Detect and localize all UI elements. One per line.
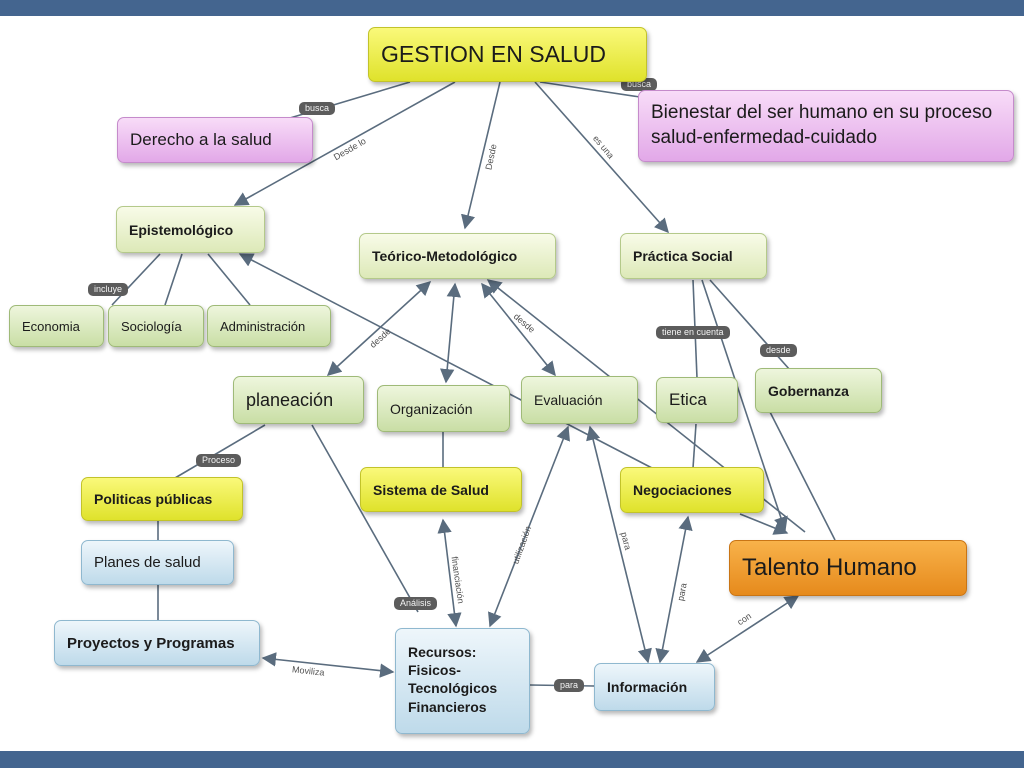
link-etica-negociaciones [692,423,697,469]
node-talento-humano: Talento Humano [729,540,967,596]
link-negociaciones-talento [739,513,789,535]
link-label-para-informacion: para [554,679,585,692]
link-teorico-evaluacion [481,282,556,377]
node-epistemologico: Epistemológico [116,206,265,253]
link-epistemologico-sociologia [164,253,183,306]
node-bienestar: Bienestar del ser humano en su proceso s… [638,90,1014,162]
link-label-incluye: incluye [88,283,129,296]
link-sistema-recursos [437,518,462,628]
link-gestion-epistemologico [233,81,456,206]
node-teorico-metodologico: Teórico-Metodológico [359,233,556,279]
link-planeacion-politicas [174,424,266,479]
link-label-analisis: Análisis [394,597,438,610]
link-label-proceso: Proceso [196,454,242,467]
node-economia: Economia [9,305,104,347]
node-gobernanza: Gobernanza [755,368,882,413]
link-teorico-organizacion [440,282,461,384]
link-epistemologico-economia [111,253,161,306]
link-label-desde-gobernanza: desde [760,344,797,357]
node-informacion: Información [594,663,715,711]
link-label-tiene-en-cuenta: tiene en cuenta [656,326,730,339]
link-gestion-teorico [461,81,501,230]
link-informacion-talento [695,595,800,663]
link-evaluacion-informacion [586,425,652,664]
node-sociologia: Sociología [108,305,204,347]
node-proyectos-y-programas: Proyectos y Programas [54,620,260,666]
node-planeacion: planeación [233,376,364,424]
bottom-frame-bar [0,751,1024,768]
node-organizacion: Organización [377,385,510,432]
link-epistemologico-administracion [207,253,251,306]
node-evaluacion: Evaluación [521,376,638,424]
link-proyectos-recursos [261,652,395,678]
node-etica: Etica [656,377,738,423]
link-practica-talento [701,279,788,532]
link-gestion-practica [534,81,669,234]
node-planes-de-salud: Planes de salud [81,540,234,585]
node-politicas-publicas: Politicas públicas [81,477,243,521]
node-administracion: Administración [207,305,331,347]
link-negociaciones-epistemologico [238,253,653,469]
link-negociaciones-informacion [655,515,693,664]
node-negociaciones: Negociaciones [620,467,764,513]
link-planeacion-recursos [311,424,419,613]
link-evaluacion-recursos [488,425,570,628]
node-derecho-a-la-salud: Derecho a la salud [117,117,313,163]
node-practica-social: Práctica Social [620,233,767,279]
link-gobernanza-talento [769,411,836,541]
node-sistema-de-salud: Sistema de Salud [360,467,522,512]
node-recursos: Recursos: Fisicos- Tecnológicos Financie… [395,628,530,734]
node-gestion-en-salud: GESTION EN SALUD [368,27,647,82]
link-label-busca-left: busca [299,102,336,115]
link-teorico-planeacion [326,281,432,376]
top-frame-bar [0,0,1024,16]
